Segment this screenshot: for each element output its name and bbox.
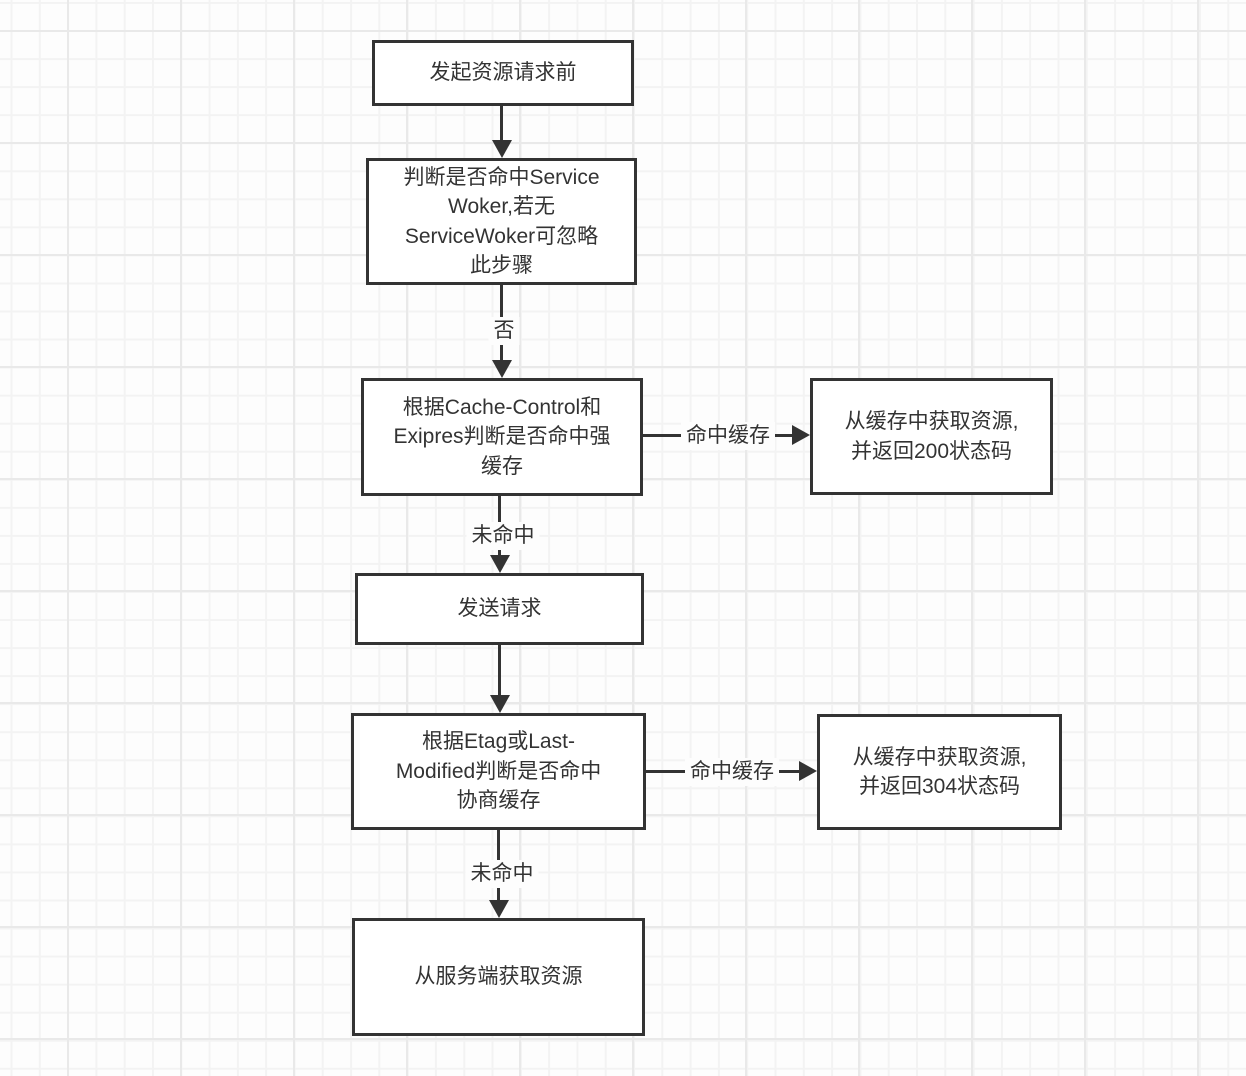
arrow-right-icon <box>792 425 810 445</box>
edge-label-strong-cache-hit: 命中缓存 <box>681 422 775 450</box>
node-cache-hit-200: 从缓存中获取资源, 并返回200状态码 <box>810 378 1053 495</box>
edge-label-strong-cache-miss: 未命中 <box>466 522 540 550</box>
node-label: 从缓存中获取资源, 并返回304状态码 <box>852 745 1027 799</box>
edge-label-no: 否 <box>488 317 520 345</box>
node-label: 根据Cache-Control和 Exipres判断是否命中强 缓存 <box>393 395 611 478</box>
node-send-request: 发送请求 <box>355 573 644 645</box>
node-label: 根据Etag或Last- Modified判断是否命中 协商缓存 <box>395 730 602 813</box>
node-cache-hit-304: 从缓存中获取资源, 并返回304状态码 <box>817 714 1062 830</box>
node-fetch-from-server: 从服务端获取资源 <box>352 918 645 1036</box>
arrow-down-icon <box>490 695 510 713</box>
edge-label-negotiation-cache-hit: 命中缓存 <box>685 758 779 786</box>
arrow-down-icon <box>492 360 512 378</box>
node-label: 从缓存中获取资源, 并返回200状态码 <box>844 410 1019 463</box>
connector-line <box>498 645 501 697</box>
edge-label-negotiation-cache-miss: 未命中 <box>465 860 539 888</box>
connector-line <box>500 106 503 142</box>
node-service-worker-check: 判断是否命中Service Woker,若无 ServiceWoker可忽略 此… <box>366 158 637 285</box>
node-label: 从服务端获取资源 <box>414 965 583 989</box>
arrow-right-icon <box>799 761 817 781</box>
arrow-down-icon <box>489 900 509 918</box>
node-start: 发起资源请求前 <box>372 40 634 106</box>
node-label: 发起资源请求前 <box>429 61 577 85</box>
node-negotiation-cache-check: 根据Etag或Last- Modified判断是否命中 协商缓存 <box>351 713 646 830</box>
arrow-down-icon <box>490 555 510 573</box>
node-label: 判断是否命中Service Woker,若无 ServiceWoker可忽略 此… <box>403 165 600 278</box>
arrow-down-icon <box>492 140 512 158</box>
node-label: 发送请求 <box>457 597 542 621</box>
node-strong-cache-check: 根据Cache-Control和 Exipres判断是否命中强 缓存 <box>361 378 643 496</box>
